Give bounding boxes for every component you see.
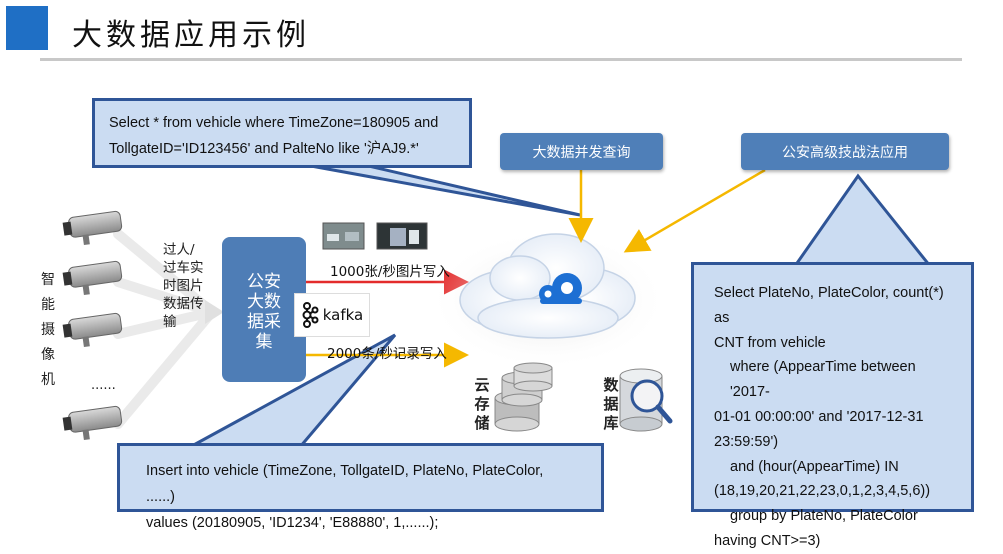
kafka-label: kafka xyxy=(322,306,364,324)
desc-line: 过人/ xyxy=(163,242,195,258)
collector-line: 据采 xyxy=(247,312,281,332)
camera-icon-2 xyxy=(62,260,123,296)
title-divider xyxy=(40,58,962,61)
more-cameras-ellipsis: ...... xyxy=(91,378,116,393)
desc-line: 输 xyxy=(163,314,177,330)
callout-analysis-sql: Select PlateNo, PlateColor, count(*) as … xyxy=(691,262,974,549)
sql-line: 01-01 00:00:00' and '2017-12-31 xyxy=(714,408,924,425)
image-write-rate: 1000张/秒图片写入 xyxy=(330,264,450,280)
label-char: 像 xyxy=(41,347,55,363)
label-char: 数 xyxy=(603,376,619,394)
sql-line: where (AppearTime between '2017- xyxy=(730,359,916,401)
kafka-logo: kafka xyxy=(294,293,370,337)
pedestrian-photo-thumbnail xyxy=(376,222,428,250)
label-char: 能 xyxy=(41,297,55,313)
collector-line: 大数 xyxy=(247,292,281,312)
database-label: 数 据 库 xyxy=(602,376,620,433)
callout-top-tail xyxy=(299,162,581,217)
cloud-storage-icon xyxy=(494,362,553,432)
feed-arrowhead xyxy=(205,300,224,324)
sql-line: Select PlateNo, PlateColor, count(*) as xyxy=(714,285,944,326)
police-bigdata-collection-box: 公安 大数 据采 集 xyxy=(222,237,306,382)
vehicle-photo-thumbnail xyxy=(322,222,365,250)
cloud-storage-label: 云 存 储 xyxy=(473,376,491,433)
label-char: 库 xyxy=(603,414,619,432)
record-write-rate: 2000条/秒记录写入 xyxy=(327,346,447,362)
camera-icon-4 xyxy=(62,405,123,441)
callout-right-tail xyxy=(792,173,934,268)
title-accent-block xyxy=(6,6,48,50)
camera-feed-lines xyxy=(113,229,217,429)
label-char: 摄 xyxy=(41,322,55,338)
sql-line: TollgateID='ID123456' and PalteNo like '… xyxy=(109,141,419,157)
police-advanced-app-box: 公安高级技战法应用 xyxy=(741,133,949,170)
smart-camera-label: 智 能 摄 像 机 xyxy=(38,268,58,393)
label-char: 储 xyxy=(474,414,490,432)
collector-line: 公安 xyxy=(247,272,281,292)
kafka-icon xyxy=(302,302,319,328)
transmission-description: 过人/ 过车实 时图片 数据传 输 xyxy=(163,241,204,331)
camera-icon-1 xyxy=(62,210,123,246)
label-char: 智 xyxy=(41,272,55,288)
label-char: 存 xyxy=(474,395,490,413)
callout-concurrent-query-sql: Select * from vehicle where TimeZone=180… xyxy=(92,98,472,168)
camera-icon-3 xyxy=(62,312,123,348)
label-char: 云 xyxy=(474,376,490,394)
sql-line: having CNT>=3) xyxy=(714,532,821,549)
desc-line: 数据传 xyxy=(163,296,204,312)
sql-line: group by PlateNo, PlateColor xyxy=(730,508,918,525)
desc-line: 时图片 xyxy=(163,278,204,294)
sql-line: (18,19,20,21,22,23,0,1,2,3,4,5,6)) xyxy=(714,483,931,500)
page-title: 大数据应用示例 xyxy=(72,18,310,53)
collector-line: 集 xyxy=(255,332,273,352)
police-app-arrow xyxy=(623,168,766,253)
label-char: 据 xyxy=(603,395,619,413)
bigdata-query-box: 大数据并发查询 xyxy=(500,133,663,170)
sql-line: CNT from vehicle xyxy=(714,334,826,351)
sql-line: 23:59:59') xyxy=(714,433,779,450)
database-search-icon xyxy=(619,368,673,432)
cloud-gear-icon xyxy=(539,273,582,304)
callout-insert-sql: Insert into vehicle (TimeZone, TollgateI… xyxy=(117,443,604,531)
sql-line: values (20180905, 'ID1234', 'E88880', 1,… xyxy=(146,515,439,531)
label-char: 机 xyxy=(41,372,55,388)
sql-line: Select * from vehicle where TimeZone=180… xyxy=(109,115,439,131)
sql-line: Insert into vehicle (TimeZone, TollgateI… xyxy=(146,463,544,505)
desc-line: 过车实 xyxy=(163,260,204,276)
sql-line: and (hour(AppearTime) IN xyxy=(730,458,899,475)
